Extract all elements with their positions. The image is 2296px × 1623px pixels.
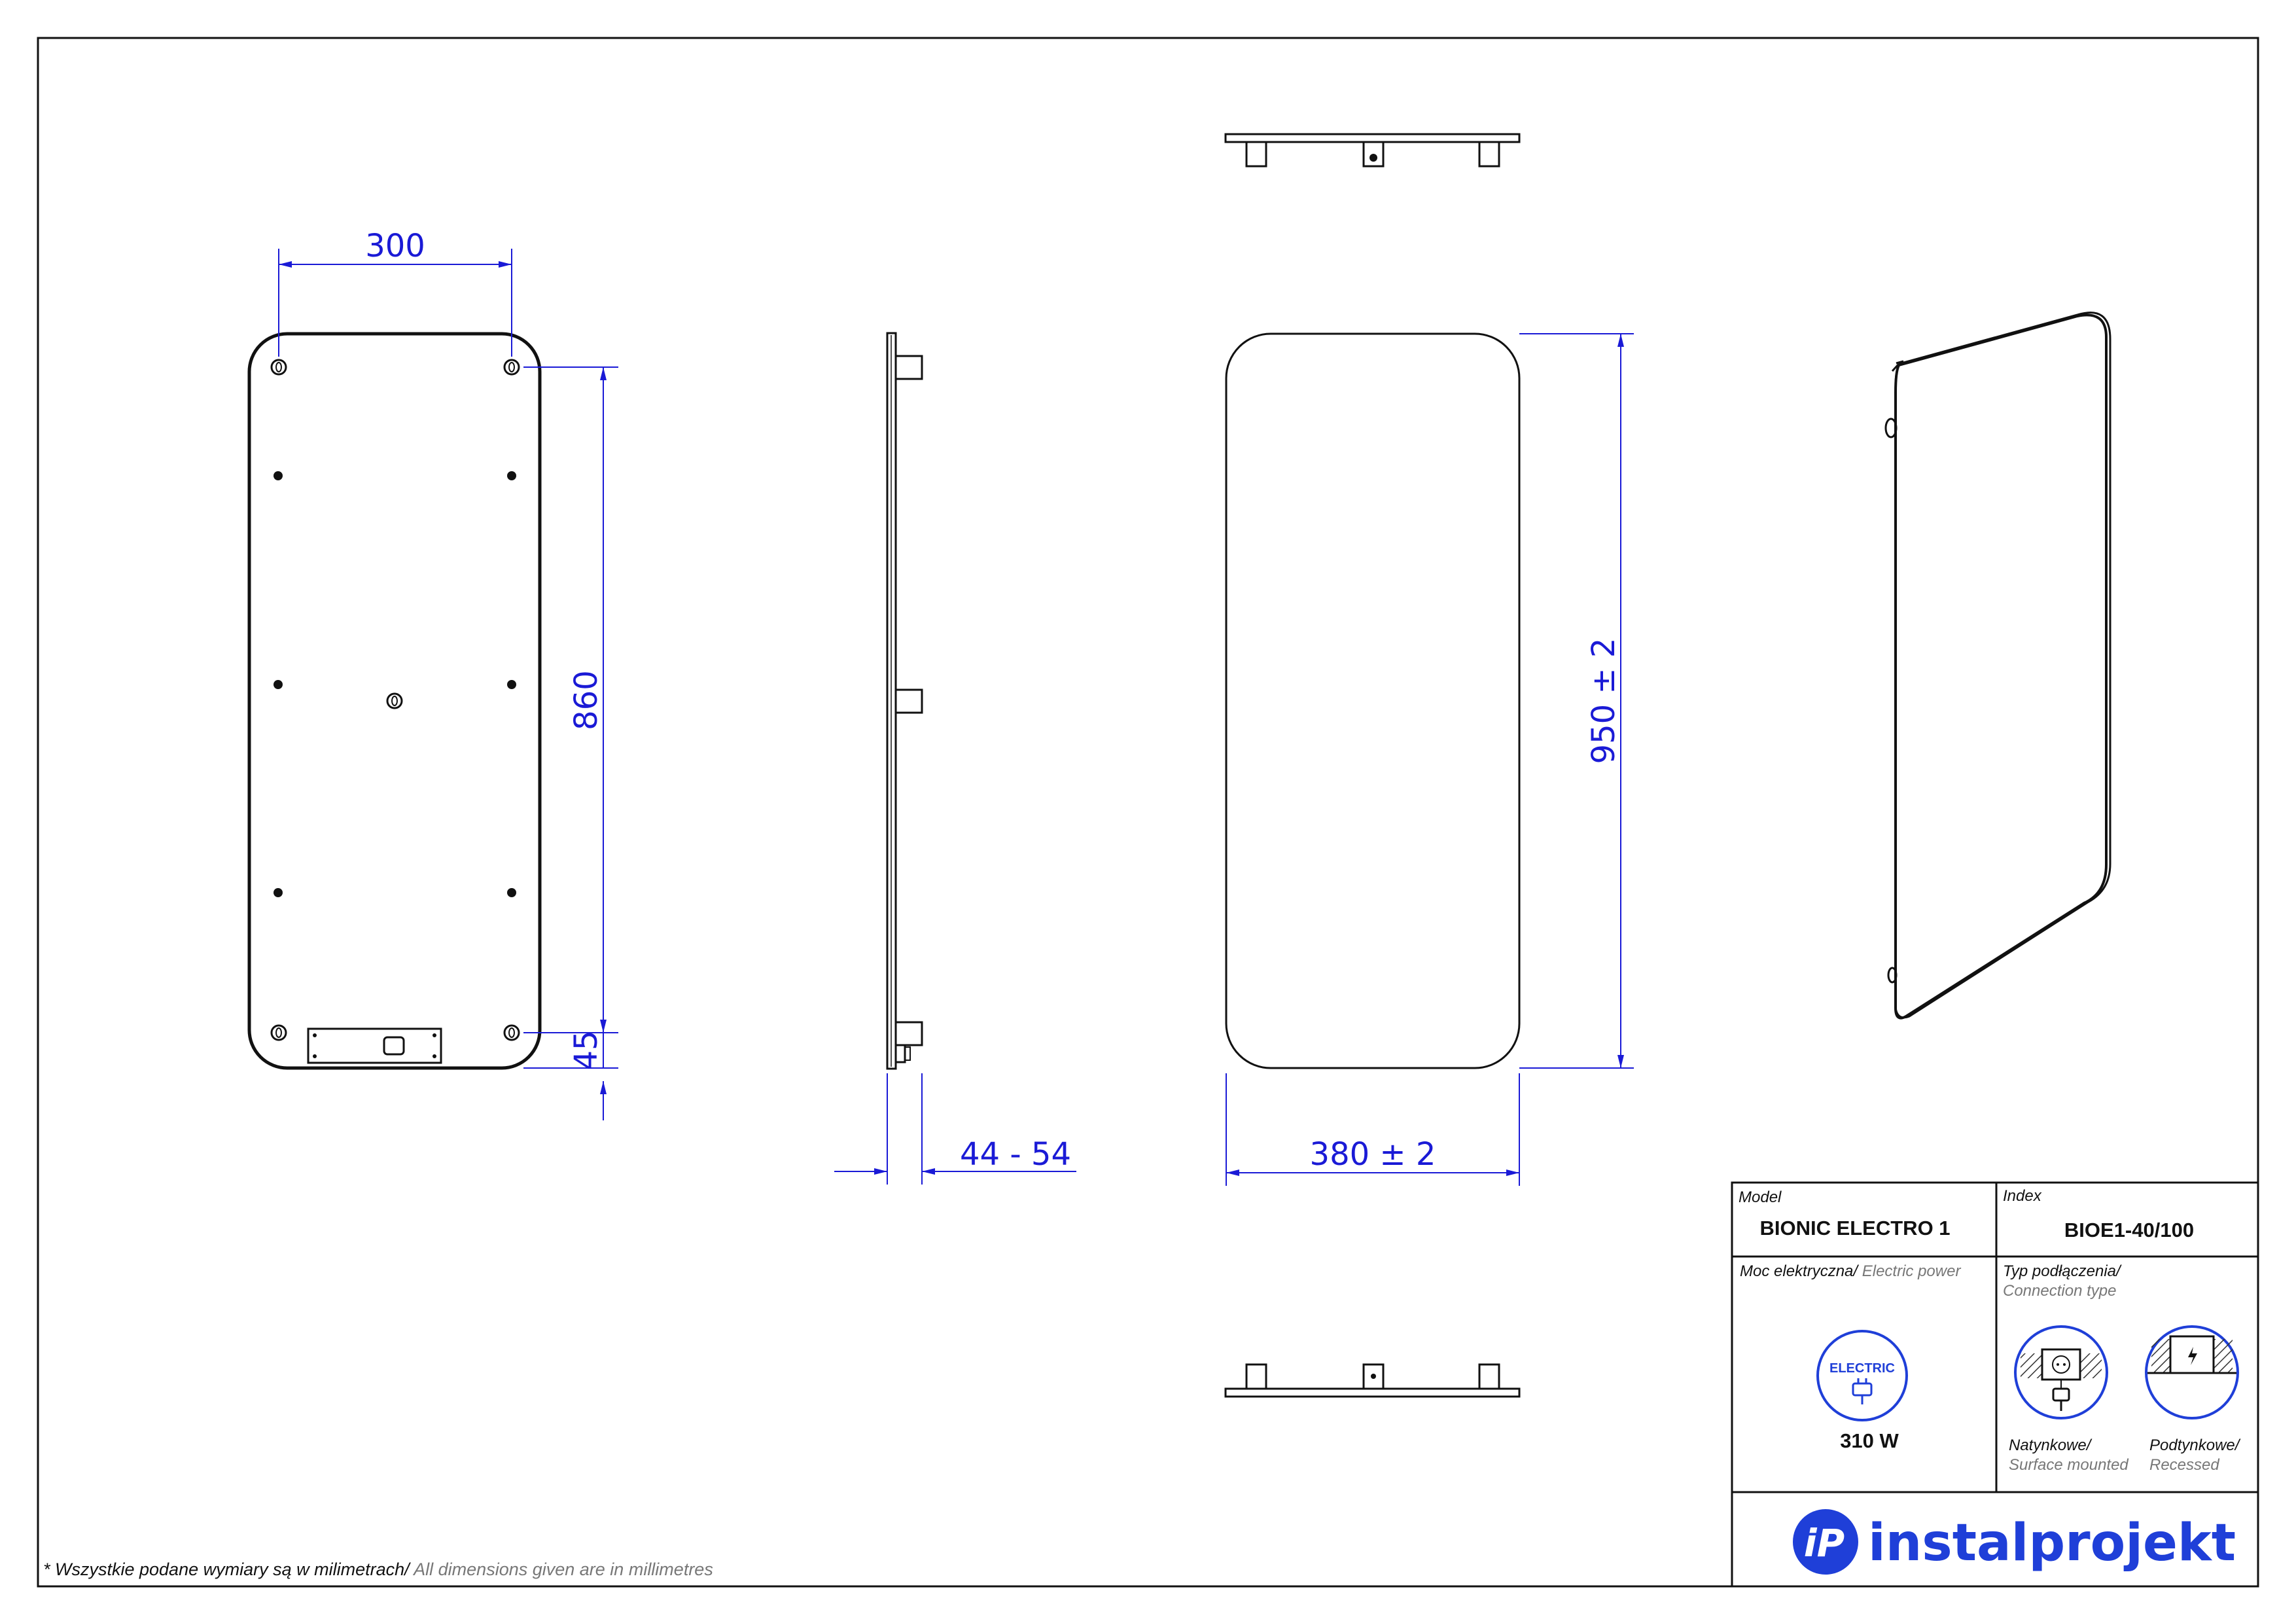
- drawing-frame: [37, 37, 2259, 1588]
- electric-power-icon: ELECTRIC: [1816, 1330, 1908, 1421]
- isometric-view: [1884, 312, 2111, 1020]
- surface-mounted-en: Surface mounted: [2009, 1456, 2128, 1474]
- surface-mounted-pl: Natynkowe/: [2009, 1436, 2093, 1454]
- recessed-en: Recessed: [2149, 1456, 2219, 1474]
- dim-380: 380 ± 2: [1310, 1136, 1436, 1173]
- index-label: Index: [2003, 1187, 2042, 1205]
- index-value: BIOE1-40/100: [2064, 1219, 2194, 1241]
- side-bracket: [894, 688, 923, 714]
- dim-950: 950 ± 2: [1585, 638, 1622, 764]
- recessed-pl: Podtynkowe/: [2149, 1436, 2241, 1454]
- dim-44-54: 44 - 54: [960, 1136, 1071, 1173]
- recessed-icon: [2145, 1325, 2239, 1419]
- model-label: Model: [1739, 1188, 1782, 1206]
- side-bracket: [894, 1021, 923, 1046]
- mounting-hole-icon: [386, 692, 403, 709]
- svg-text:ELECTRIC: ELECTRIC: [1829, 1361, 1895, 1376]
- mounting-hole-icon: [503, 359, 520, 376]
- side-bracket: [894, 355, 923, 380]
- front-view: 950 ± 2 380 ± 2: [1225, 332, 1634, 1186]
- top-panel: [1224, 133, 1521, 143]
- mounting-hole-icon: [270, 359, 287, 376]
- model-value: BIONIC ELECTRO 1: [1759, 1217, 1950, 1240]
- side-view: 44 - 54: [834, 332, 1076, 1185]
- title-block: Model BIONIC ELECTRO 1 Index BIOE1-40/10…: [1731, 1181, 2259, 1588]
- fixing-point: [274, 471, 283, 480]
- control-box: [307, 1027, 442, 1064]
- fixing-point: [507, 888, 516, 897]
- svg-text:iP: iP: [1804, 1521, 1845, 1565]
- back-panel-outline: [247, 332, 542, 1070]
- back-view: 300 860 45: [247, 228, 618, 1120]
- dim-45: 45: [568, 1030, 605, 1070]
- power-value: 310 W: [1840, 1429, 1899, 1452]
- brand-logo-icon: iP: [1793, 1509, 1858, 1575]
- front-panel: [1225, 332, 1521, 1069]
- bottom-view: [1224, 1363, 1521, 1398]
- fixing-point: [274, 680, 283, 689]
- dim-300: 300: [365, 228, 425, 264]
- fixing-point: [507, 680, 516, 689]
- bottom-panel: [1224, 1387, 1521, 1398]
- connection-label-en: Connection type: [2003, 1282, 2116, 1300]
- socket-icon: [383, 1036, 405, 1056]
- mounting-hole-icon: [503, 1024, 520, 1041]
- top-view: [1224, 133, 1521, 168]
- brand-name: instalprojekt: [1868, 1514, 2236, 1573]
- power-label: Moc elektryczna/ Electric power: [1740, 1262, 1961, 1280]
- fixing-point: [274, 888, 283, 897]
- dim-860: 860: [568, 670, 605, 730]
- connection-label-pl: Typ podłączenia/: [2003, 1262, 2122, 1280]
- mounting-hole-icon: [270, 1024, 287, 1041]
- surface-mounted-icon: [2014, 1325, 2108, 1419]
- fixing-point: [507, 471, 516, 480]
- footnote: * Wszystkie podane wymiary są w milimetr…: [43, 1560, 713, 1579]
